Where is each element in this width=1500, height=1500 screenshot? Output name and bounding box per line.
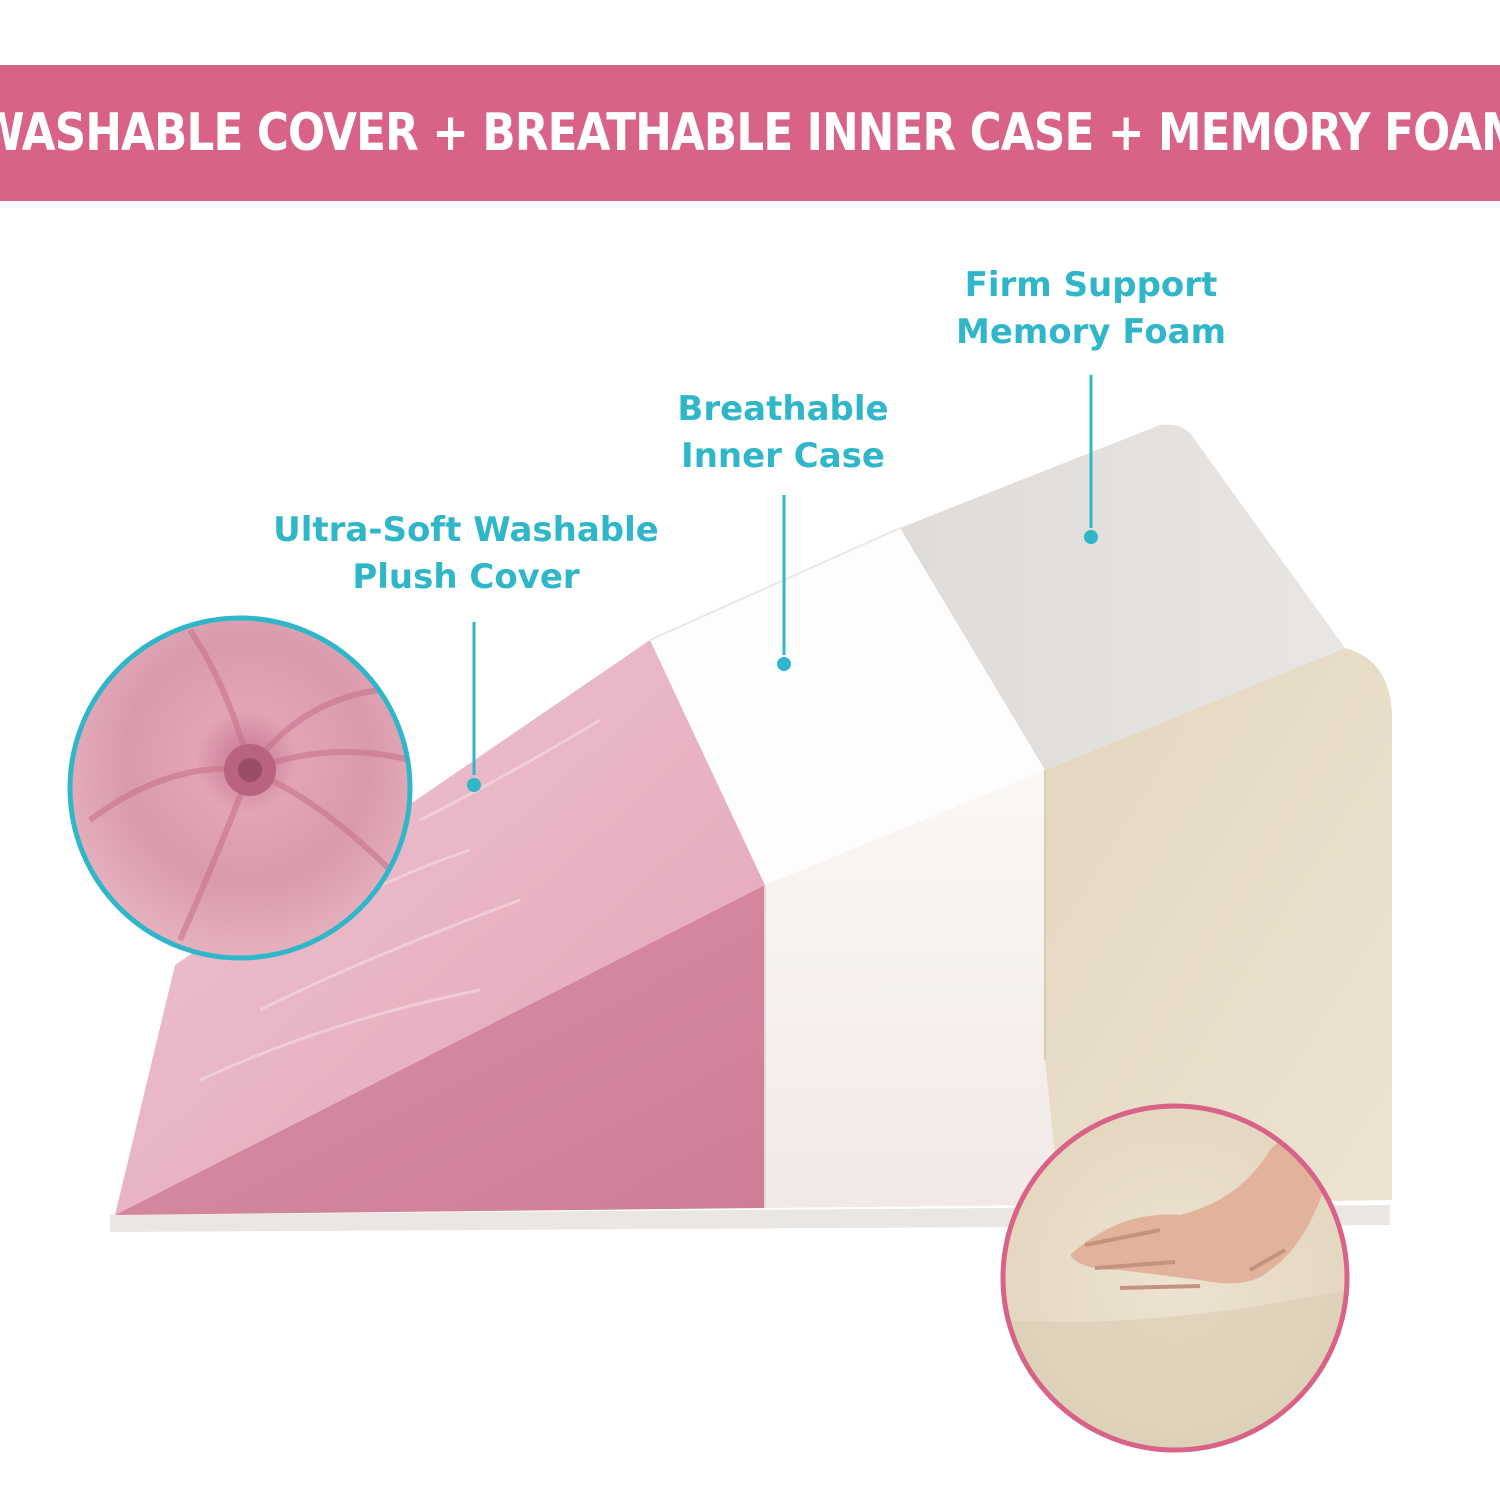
title-banner: WASHABLE COVER + BREATHABLE INNER CASE +… — [0, 65, 1500, 201]
callout-memory-foam-line2: Memory Foam — [955, 312, 1227, 352]
callout-memory-foam: Firm Support Memory Foam — [956, 262, 1226, 356]
callout-inner-case-line2: Inner Case — [681, 436, 885, 476]
callout-inner-case-line1: Breathable — [677, 389, 889, 429]
callout-memory-foam-line1: Firm Support — [964, 265, 1218, 305]
callout-inner-case: Breathable Inner Case — [677, 386, 888, 480]
callout-cover-line1: Ultra-Soft Washable — [273, 510, 659, 550]
callout-cover-line2: Plush Cover — [352, 557, 580, 597]
fabric-swirl-icon — [67, 615, 413, 961]
callout-cover: Ultra-Soft Washable Plush Cover — [273, 507, 659, 601]
banner-title: WASHABLE COVER + BREATHABLE INNER CASE +… — [0, 103, 1500, 163]
hand-foam-icon — [1000, 1103, 1350, 1453]
